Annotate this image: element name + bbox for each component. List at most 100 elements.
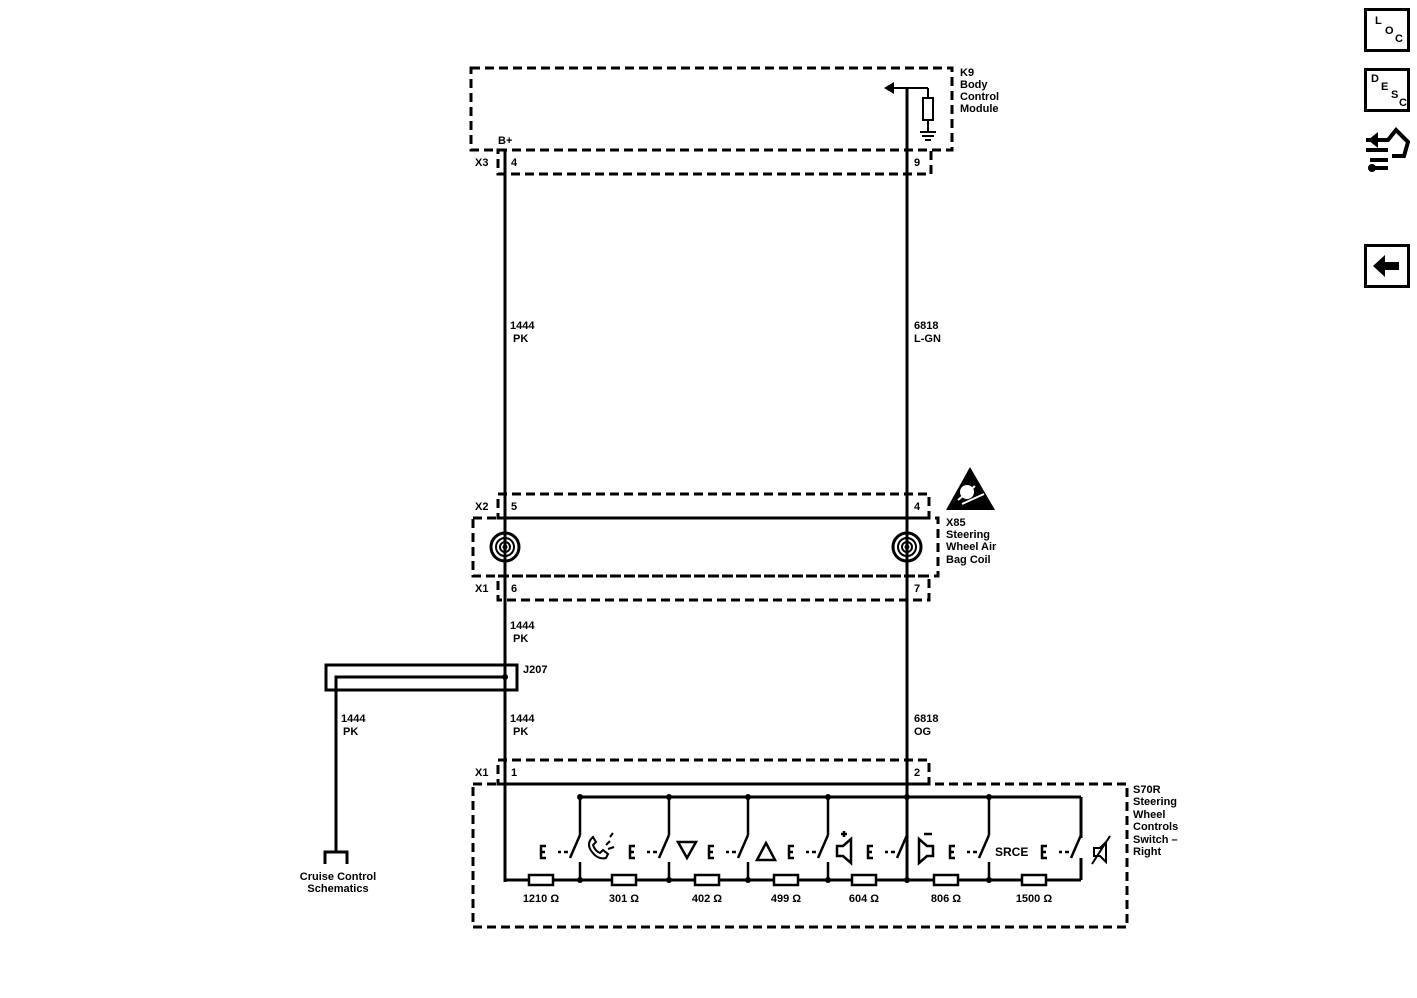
- bcm-label-1: K9: [960, 67, 974, 79]
- coil-label-4: Bag Coil: [946, 554, 991, 566]
- wire-right-top-circuit: 6818: [914, 320, 938, 332]
- switch-label-3: Wheel: [1133, 809, 1165, 821]
- resistor-value-4: 604 Ω: [849, 893, 879, 905]
- wire-right-low-color: OG: [914, 726, 931, 738]
- switch-module-outline: [471, 782, 1129, 929]
- x1-coil-pin-left: 6: [511, 583, 517, 595]
- bcm-label-2: Body: [960, 79, 988, 91]
- wire-left-low-color: PK: [513, 726, 528, 738]
- source-label: SRCE: [995, 845, 1028, 859]
- bcm-label-4: Module: [960, 103, 999, 115]
- switch-label-6: Right: [1133, 846, 1161, 858]
- resistor-value-5: 806 Ω: [931, 893, 961, 905]
- resistor-2: [693, 873, 721, 887]
- bcm-pullup-resistor: [922, 97, 934, 121]
- splice-branch-wire: [334, 675, 505, 852]
- loc-letter-c: C: [1395, 33, 1403, 45]
- description-button[interactable]: D E S C: [1364, 68, 1410, 112]
- airbag-coil-outline: [471, 516, 940, 578]
- x3-connector-label: X3: [475, 157, 488, 169]
- resistor-6: [1020, 873, 1048, 887]
- desc-letter-s: S: [1391, 89, 1399, 101]
- resistor-value-0: 1210 Ω: [523, 893, 560, 905]
- x1-switch-connector-label: X1: [475, 767, 488, 779]
- resistor-ladder: 1210 Ω 301 Ω 402 Ω 499 Ω 604 Ω 806 Ω 1500 Ω: [523, 873, 1053, 905]
- switch-label-4: Controls: [1133, 821, 1178, 833]
- cruise-label-1: Cruise Control: [300, 871, 376, 883]
- resistor-0: [527, 873, 555, 887]
- branch-color: PK: [343, 726, 358, 738]
- x1-switch-pin-right: 2: [914, 767, 920, 779]
- switch-contact-5: [948, 797, 991, 880]
- up-triangle-icon: [754, 840, 778, 862]
- loc-letter-o: O: [1385, 25, 1394, 37]
- x2-connector-outline: [496, 492, 931, 520]
- x2-pin-left: 5: [511, 501, 517, 513]
- wire-left-mid-color: PK: [513, 633, 528, 645]
- x1-switch-connector-outline: [496, 758, 931, 786]
- clockspring-coil-left: [489, 531, 521, 563]
- resistor-value-6: 1500 Ω: [1016, 893, 1053, 905]
- left-arrow-icon: [1373, 255, 1399, 277]
- desc-letter-d: D: [1371, 73, 1379, 85]
- wire-left-top-color: PK: [513, 333, 528, 345]
- connector-icon: [1366, 127, 1411, 172]
- branch-circuit: 1444: [341, 713, 366, 725]
- down-triangle-icon: [675, 840, 699, 861]
- bplus-label: B+: [498, 135, 512, 147]
- resistor-value-2: 402 Ω: [692, 893, 722, 905]
- switch-label-2: Steering: [1133, 796, 1177, 808]
- loc-letter-l: L: [1375, 15, 1382, 27]
- signal-arrow-icon: [884, 82, 894, 94]
- resistor-4: [850, 873, 878, 887]
- x1-coil-pin-right: 7: [914, 583, 920, 595]
- clockspring-coil-right: [891, 531, 923, 563]
- switch-contact-4: [866, 797, 909, 880]
- connector-view-button[interactable]: [1364, 126, 1411, 172]
- x1-switch-pin-left: 1: [511, 767, 517, 779]
- coil-label-2: Steering: [946, 529, 990, 541]
- airbag-warning-icon: [946, 467, 995, 510]
- cruise-label-2: Schematics: [307, 883, 368, 895]
- resistor-5: [932, 873, 960, 887]
- cruise-connector-icon: [323, 850, 349, 864]
- resistor-1: [610, 873, 638, 887]
- switch-contact-2: [707, 797, 750, 880]
- wire-left-top-circuit: 1444: [510, 320, 535, 332]
- switch-contact-3: [787, 797, 830, 880]
- x2-pin-right: 4: [914, 501, 921, 513]
- resistor-value-3: 499 Ω: [771, 893, 801, 905]
- x2-connector-label: X2: [475, 501, 488, 513]
- bcm-module-outline: [469, 66, 954, 152]
- splice-label: J207: [523, 664, 547, 676]
- wire-right-top-color: L-GN: [914, 333, 941, 345]
- splice-pack-j207: [324, 663, 519, 692]
- resistor-3: [772, 873, 800, 887]
- mute-icon: [1091, 835, 1111, 865]
- x1-coil-connector-outline: [496, 574, 931, 602]
- switch-contact-6: [1040, 797, 1083, 880]
- switch-contact-1: [628, 797, 671, 880]
- back-button[interactable]: [1364, 244, 1410, 288]
- switch-contacts: [539, 794, 1083, 883]
- x3-connector-outline: [496, 148, 933, 176]
- location-button[interactable]: L O C: [1364, 8, 1410, 52]
- desc-letter-c: C: [1399, 97, 1407, 109]
- phone-voice-icon: [588, 832, 615, 860]
- wire-right-low-circuit: 6818: [914, 713, 938, 725]
- switch-contact-0: [539, 797, 582, 880]
- resistor-value-1: 301 Ω: [609, 893, 639, 905]
- coil-label-3: Wheel Air: [946, 541, 997, 553]
- wire-left-mid-circuit: 1444: [510, 620, 535, 632]
- x1-coil-connector-label: X1: [475, 583, 488, 595]
- x3-pin-right: 9: [914, 157, 920, 169]
- switch-label-1: S70R: [1133, 784, 1161, 796]
- volume-down-icon: [917, 832, 935, 866]
- x3-pin-left: 4: [511, 157, 518, 169]
- coil-label-1: X85: [946, 517, 966, 529]
- volume-up-icon: [835, 831, 853, 866]
- wire-left-low-circuit: 1444: [510, 713, 535, 725]
- bcm-label-3: Control: [960, 91, 999, 103]
- switch-label-5: Switch –: [1133, 834, 1178, 846]
